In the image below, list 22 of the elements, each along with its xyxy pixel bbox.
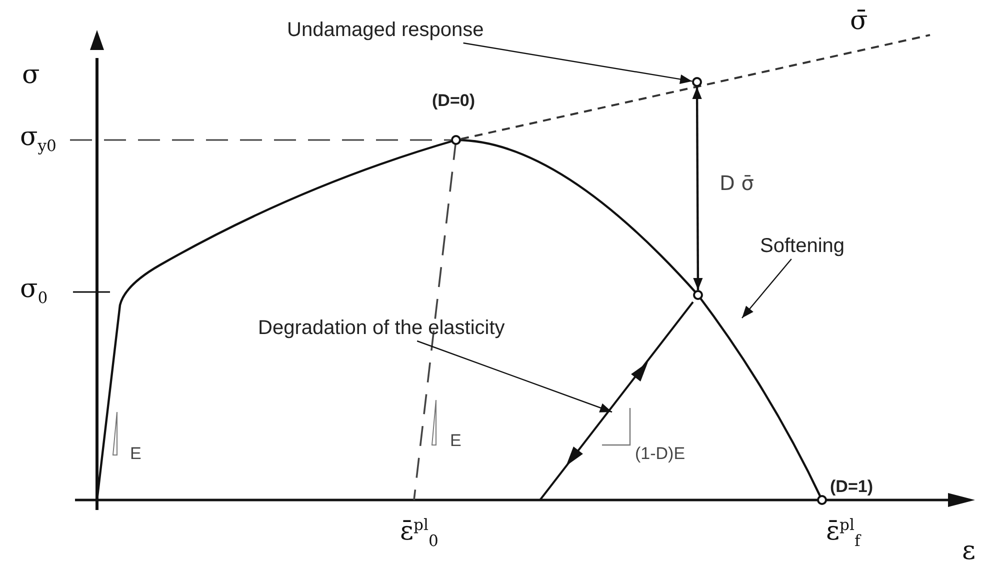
slope-label: E: [450, 432, 462, 449]
point-label: (D=0): [432, 92, 475, 109]
double-arrow: [692, 87, 703, 290]
point-marker: [693, 290, 703, 300]
callout-text: Degradation of the elasticity: [258, 318, 505, 338]
leader-arrow: [463, 42, 692, 84]
point-marker: [451, 135, 461, 145]
point-label: (D=1): [830, 478, 873, 495]
point-marker: [817, 495, 827, 505]
axis-label: ε: [962, 538, 976, 564]
callout-text: Undamaged response: [287, 20, 484, 40]
slope-label: E: [130, 445, 142, 462]
edge-label: D σ̄: [720, 172, 754, 192]
overbar-sigma-label: σ̄: [850, 8, 868, 34]
callout-text: Softening: [760, 236, 845, 256]
leader-arrow: [416, 340, 612, 413]
slope-label: (1-D)E: [635, 445, 686, 462]
tick-label: σ$_{0}$: [20, 276, 48, 307]
axis-label: σ: [22, 62, 40, 88]
point-marker: [692, 77, 702, 87]
tick-label: σ$_{y0}$: [20, 124, 56, 155]
leader-arrow: [742, 258, 792, 318]
